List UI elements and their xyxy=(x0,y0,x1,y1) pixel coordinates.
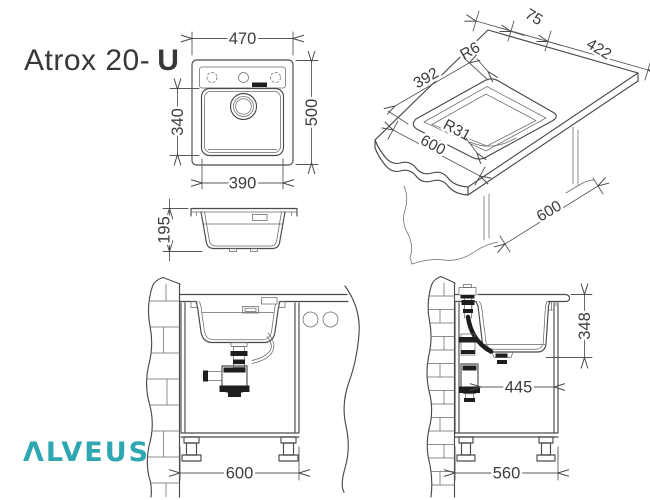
dowel-hole xyxy=(322,311,339,328)
front-install-view: 600 xyxy=(146,276,360,498)
product-title: Atrox 20-U xyxy=(24,44,179,78)
tap-hole-icons xyxy=(206,72,281,83)
cutout-iso-view: 75 422 R6 392 R31 600 600 xyxy=(374,3,650,265)
dim-overall-width: 470 xyxy=(229,30,257,48)
overflow-slot xyxy=(252,82,267,87)
product-title-model: U xyxy=(157,44,180,77)
dim-trap-distance: 445 xyxy=(505,379,533,397)
dim-cabinet-width: 600 xyxy=(226,465,254,483)
dim-overall-depth: 500 xyxy=(303,99,321,127)
dim-edge-offset: 75 xyxy=(522,6,546,29)
top-view: 470 500 340 390 xyxy=(167,28,324,196)
waste-trap-side xyxy=(458,284,494,402)
cabinet-foot xyxy=(181,436,299,462)
brand-logo: ΛLVEUS xyxy=(23,437,150,468)
brick-pattern-front xyxy=(146,283,180,497)
dim-cabinet-depth: 560 xyxy=(493,465,521,483)
product-title-prefix: Atrox 20- xyxy=(24,44,151,77)
brand-logo-text: ΛLVEUS xyxy=(23,437,151,468)
dim-bowl-height: 195 xyxy=(156,216,174,244)
brick-pattern-side xyxy=(426,282,455,486)
dowel-hole xyxy=(302,311,319,328)
side-install-view: 445 348 560 xyxy=(426,275,597,498)
dim-mounting-depth: 348 xyxy=(576,312,594,340)
dim-bowl-width: 390 xyxy=(229,175,257,193)
waste-trap-front xyxy=(203,332,275,397)
cabinet-foot xyxy=(456,436,556,462)
overflow-slot-profile xyxy=(252,214,268,221)
dim-worktop-width: 600 xyxy=(534,197,565,225)
profile-view: 195 xyxy=(153,198,298,262)
dim-bowl-depth: 340 xyxy=(169,108,187,136)
